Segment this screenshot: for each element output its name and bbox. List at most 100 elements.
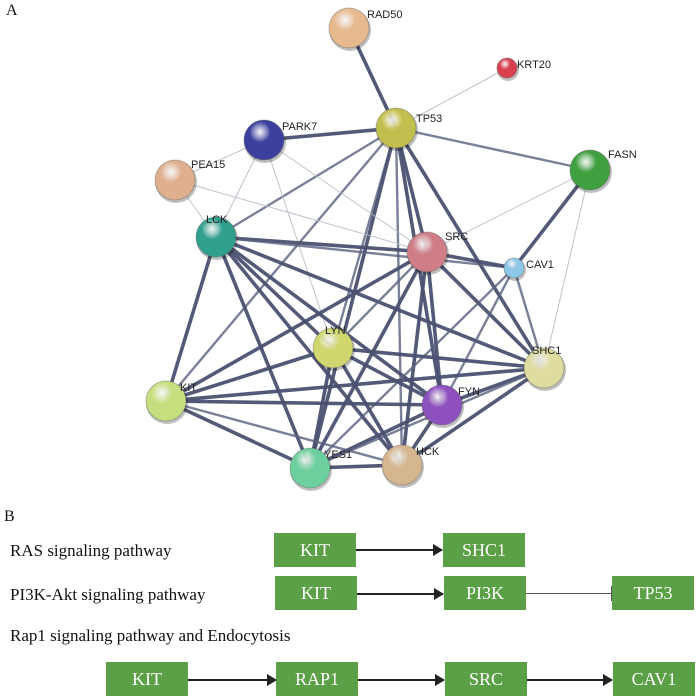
edge-cav1-yes1 [309, 267, 515, 469]
activation-arrow [188, 674, 277, 686]
node-cav1[interactable]: CAV1 [503, 257, 554, 281]
pathway-box-rap1: RAP1 [276, 662, 358, 696]
edge-lyn-hck [331, 347, 404, 466]
activation-arrow [357, 588, 444, 600]
pathway-label-rap1: Rap1 signaling pathway and Endocytosis [10, 626, 291, 645]
edge-tp53-lck [215, 126, 397, 239]
pathway-box-kit: KIT [274, 533, 356, 567]
node-lck[interactable]: LCK [195, 214, 238, 260]
node-sphere[interactable] [145, 380, 187, 422]
node-src[interactable]: SRC [406, 231, 468, 275]
node-hck[interactable]: HCK [381, 444, 440, 488]
node-sphere[interactable] [312, 327, 354, 369]
edge-lck-yes1 [214, 236, 312, 469]
edge-lyn-shc1 [332, 346, 545, 370]
node-sphere[interactable] [328, 7, 370, 49]
node-label: RAD50 [367, 9, 402, 21]
node-sphere[interactable] [154, 159, 196, 201]
pathway-label-ras: RAS signaling pathway [10, 541, 172, 560]
pathway-label-pi3k-akt: PI3K-Akt signaling pathway [10, 585, 206, 604]
edge-lyn-yes1 [308, 347, 335, 469]
node-lyn[interactable]: LYN [312, 325, 355, 371]
pathway-box-shc1: SHC1 [443, 533, 525, 567]
edge-lyn-kit [165, 346, 334, 403]
node-tp53[interactable]: TP53 [375, 107, 442, 151]
node-fyn[interactable]: FYN [421, 384, 480, 428]
activation-arrow [356, 544, 443, 556]
pathway-box-cav1: CAV1 [613, 662, 695, 696]
edge-src-kit [165, 250, 428, 403]
node-rad50[interactable]: RAD50 [328, 7, 402, 51]
edge-fasn-src [426, 169, 591, 253]
node-label: CAV1 [526, 259, 554, 271]
edge-pea15-src [174, 179, 428, 253]
edge-tp53-shc1 [394, 127, 546, 369]
edge-lck-hck [214, 235, 404, 467]
node-sphere[interactable] [406, 231, 448, 273]
edge-hck-shc1 [400, 366, 546, 467]
edge-lyn-fyn [332, 346, 443, 407]
node-label: PEA15 [191, 159, 225, 171]
edge-lck-kit [164, 236, 218, 402]
activation-arrow [527, 674, 613, 686]
pathway-box-src: SRC [445, 662, 527, 696]
edge-krt20-tp53 [395, 67, 508, 129]
edge-src-shc1 [425, 250, 546, 370]
edge-fasn-cav1 [512, 168, 592, 270]
pathway-box-tp53: TP53 [612, 576, 694, 610]
edge-src-lyn [332, 251, 428, 349]
edge-lck-cav1 [215, 235, 515, 270]
node-sphere[interactable] [496, 57, 518, 79]
node-label: YES1 [324, 449, 352, 461]
node-label: SHC1 [532, 345, 561, 357]
node-sphere[interactable] [523, 347, 565, 389]
pathway-box-kit: KIT [106, 662, 188, 696]
pathway-box-pi3k: PI3K [444, 576, 526, 610]
node-sphere[interactable] [569, 149, 611, 191]
node-sphere[interactable] [381, 444, 423, 486]
edge-tp53-yes1 [308, 127, 398, 469]
edge-src-yes1 [308, 251, 429, 469]
node-sphere[interactable] [243, 119, 285, 161]
node-label: TP53 [416, 113, 442, 125]
node-sphere[interactable] [503, 257, 525, 279]
edge-tp53-hck [394, 127, 404, 466]
edge-park7-src [263, 139, 428, 253]
node-label: KIT [180, 382, 197, 394]
edge-kit-hck [165, 399, 403, 467]
node-fasn[interactable]: FASN [569, 149, 637, 193]
node-label: HCK [416, 446, 440, 458]
node-label: FASN [608, 149, 637, 161]
node-sphere[interactable] [375, 107, 417, 149]
node-label: FYN [458, 386, 480, 398]
edge-cav1-fyn [440, 267, 516, 406]
node-label: PARK7 [282, 121, 317, 133]
panel-b-label: B [4, 508, 15, 525]
edge-kit-fyn [165, 399, 443, 407]
edge-tp53-park7 [263, 126, 397, 142]
node-shc1[interactable]: SHC1 [523, 345, 566, 391]
edge-kit-yes1 [165, 399, 311, 470]
edge-src-hck [400, 251, 429, 466]
node-krt20[interactable]: KRT20 [496, 57, 551, 81]
node-sphere[interactable] [289, 447, 331, 489]
panel-a-label: A [6, 2, 18, 19]
inhibition-link [526, 586, 612, 601]
edge-tp53-fasn [395, 126, 591, 172]
pathway-box-kit: KIT [275, 576, 357, 610]
node-pea15[interactable]: PEA15 [154, 159, 225, 203]
edge-src-fyn [425, 251, 444, 406]
node-sphere[interactable] [421, 384, 463, 426]
node-label: LYN [325, 325, 346, 337]
node-park7[interactable]: PARK7 [243, 119, 317, 163]
node-sphere[interactable] [195, 216, 237, 258]
node-label: LCK [206, 214, 228, 226]
edge-fasn-shc1 [543, 169, 591, 369]
activation-arrow [358, 674, 445, 686]
edge-lck-shc1 [215, 235, 545, 370]
node-label: SRC [445, 231, 468, 243]
node-kit[interactable]: KIT [145, 380, 197, 424]
node-label: KRT20 [517, 59, 551, 71]
node-yes1[interactable]: YES1 [289, 447, 352, 491]
